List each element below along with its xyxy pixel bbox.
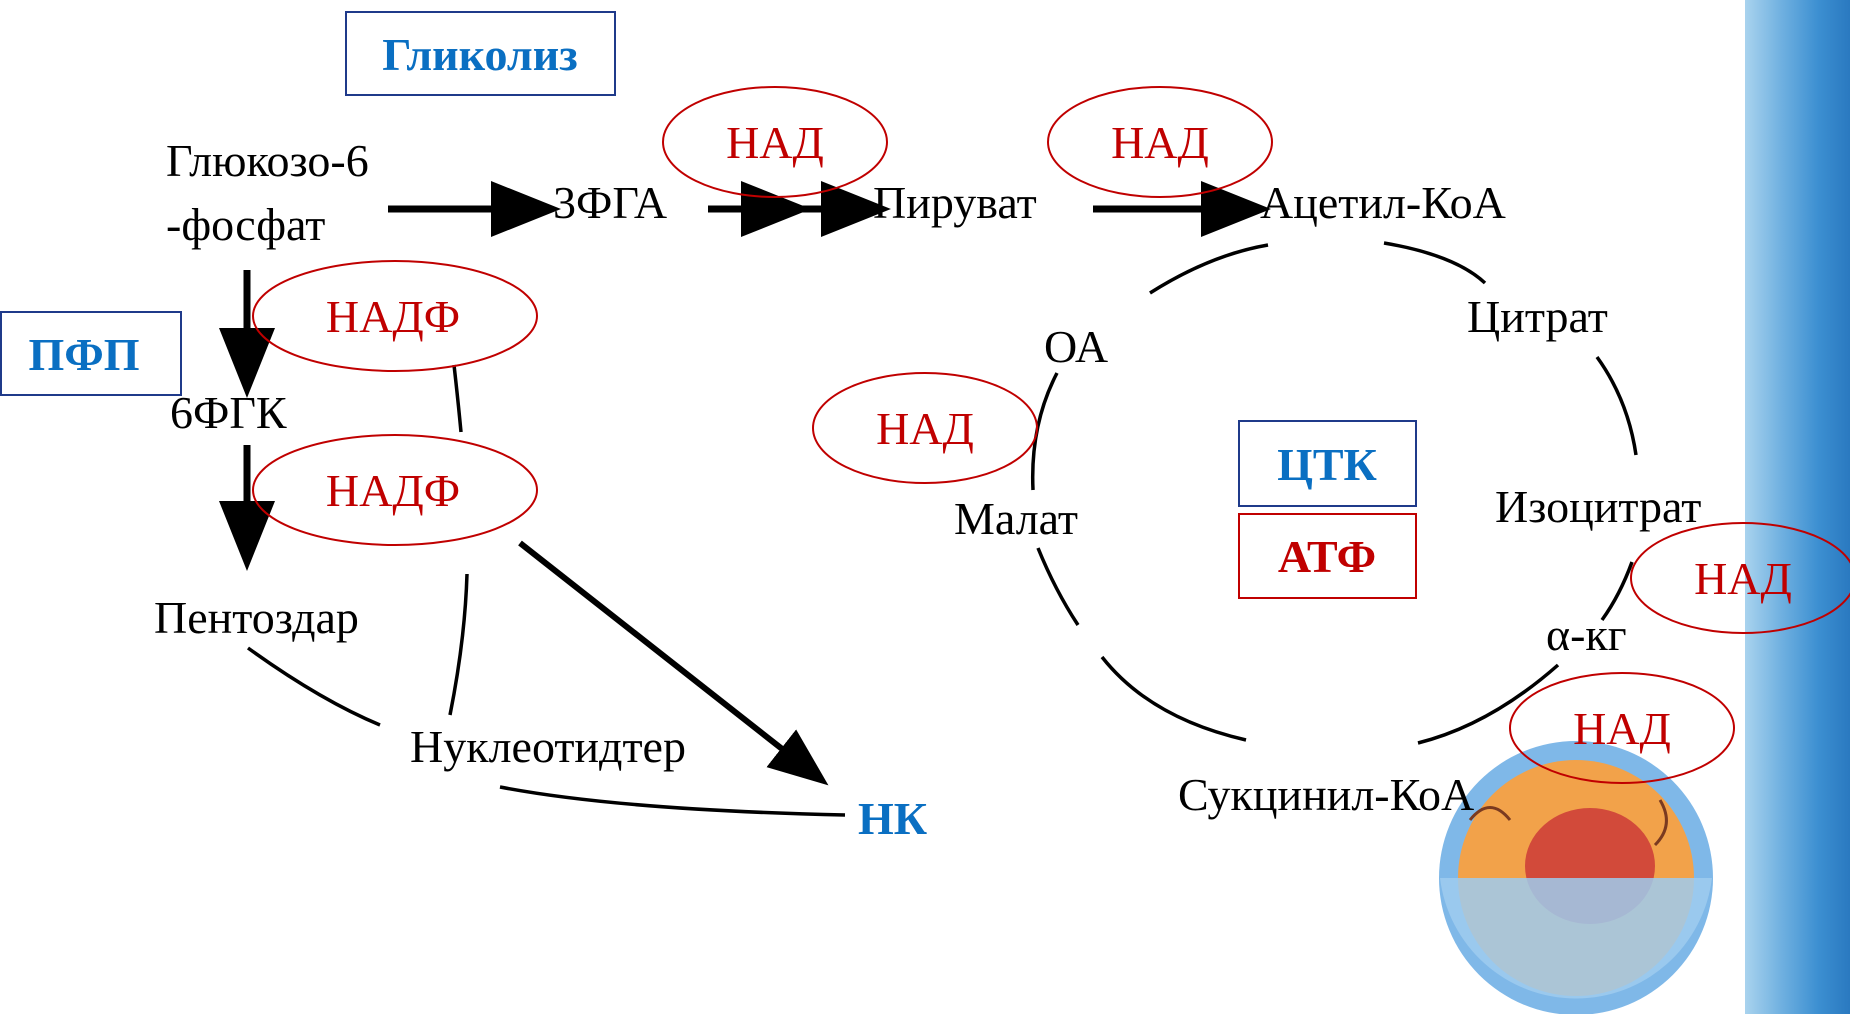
ppp-box: ПФП xyxy=(0,311,182,396)
oa-label: ОА xyxy=(1044,321,1108,372)
nadp-label-2: НАДФ xyxy=(326,465,460,516)
atp-box: АТФ xyxy=(1238,513,1417,599)
tca-arc-succinyl-malate xyxy=(1100,655,1247,742)
oval-nadp-2 xyxy=(252,434,538,546)
nad-label-4: НАД xyxy=(1694,553,1792,604)
glycolysis-label: Гликолиз xyxy=(382,29,577,80)
malate-label: Малат xyxy=(954,493,1078,544)
acetyl-coa-label: Ацетил-КоА xyxy=(1260,177,1506,228)
oval-nad-2 xyxy=(1047,86,1273,198)
citrate-label: Цитрат xyxy=(1467,291,1608,342)
tca-box: ЦТК xyxy=(1238,420,1417,507)
nucleotides-label: Нуклеотидтер xyxy=(410,721,686,772)
oval-nad-4 xyxy=(1630,522,1850,634)
nad-label-2: НАД xyxy=(1111,117,1209,168)
side-decoration-strip xyxy=(1745,0,1850,1014)
nk-label: НК xyxy=(858,793,927,844)
isocitrate-label: Изоцитрат xyxy=(1495,481,1701,532)
tca-arc-malate-lower xyxy=(1036,547,1080,626)
glucose-label-line1: Глюкозо-6 xyxy=(166,135,369,186)
tca-arc-akg-succinyl xyxy=(1417,663,1560,745)
oval-nad-1 xyxy=(662,86,888,198)
akg-label: α-кг xyxy=(1546,609,1627,660)
oval-nad-3 xyxy=(812,372,1038,484)
tca-arc-citrate-isocitrate xyxy=(1595,355,1638,456)
nad-label-5: НАД xyxy=(1573,703,1671,754)
atp-label: АТФ xyxy=(1278,531,1376,582)
glycolysis-box: Гликолиз xyxy=(345,11,616,96)
arc-nadph-2 xyxy=(448,573,469,716)
6pgk-label: 6ФГК xyxy=(170,387,287,438)
oval-nadp-1 xyxy=(252,260,538,372)
arc-nucleotides-to-nk xyxy=(499,785,846,817)
ppp-label: ПФП xyxy=(28,329,139,380)
nad-label-1: НАД xyxy=(726,117,824,168)
nad-label-3: НАД xyxy=(876,403,974,454)
pga-label: 3ФГА xyxy=(553,177,667,228)
glucose-label-line2: -фосфат xyxy=(166,199,325,250)
pyruvate-label: Пируват xyxy=(873,177,1037,228)
pentoses-label: Пентоздар xyxy=(154,592,359,643)
nadp-label-1: НАДФ xyxy=(326,291,460,342)
tca-arc-oa-acetyl xyxy=(1149,243,1269,295)
tca-label: ЦТК xyxy=(1277,439,1377,490)
arc-pentoses-to-nucleotides xyxy=(246,646,381,727)
tca-arc-acetyl-citrate xyxy=(1383,241,1487,285)
oval-nad-5 xyxy=(1509,672,1735,784)
arc-nadph-1 xyxy=(452,364,463,433)
tca-arc-isocitrate-akg xyxy=(1600,561,1634,622)
succinyl-coa-label: Сукцинил-КоА xyxy=(1178,769,1474,820)
cell-illustration xyxy=(1439,741,1713,1014)
arrow-to-nk xyxy=(518,540,829,786)
